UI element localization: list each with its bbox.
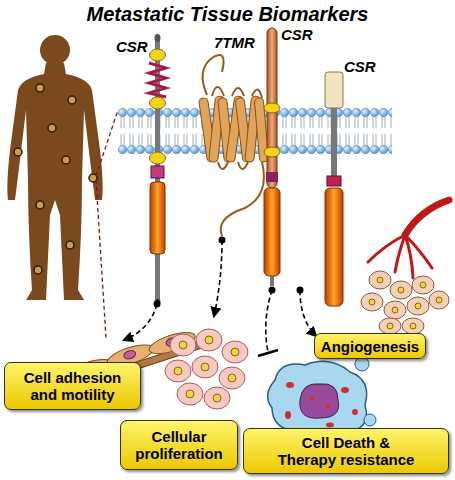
arrow-origins xyxy=(154,237,304,308)
box-label: Angiogenesis xyxy=(321,338,419,355)
csr-receptor-4 xyxy=(325,72,343,306)
box-label: Cellular proliferation xyxy=(129,428,229,462)
receptor-label: CSR xyxy=(116,38,148,55)
signal-arrows xyxy=(124,240,316,352)
box-label: Cell Death & Therapy resistance xyxy=(273,434,419,468)
human-silhouette xyxy=(7,35,102,300)
dying-cell xyxy=(268,357,376,439)
csr-receptor-1 xyxy=(149,34,166,305)
process-box: Angiogenesis xyxy=(314,333,426,359)
process-box: Cellular proliferation xyxy=(120,420,238,470)
proliferating-cells xyxy=(165,329,248,409)
angiogenesis-vessels xyxy=(361,200,449,334)
box-label: Cell adhesion and motility xyxy=(16,369,129,403)
7tmr-receptor xyxy=(199,55,269,236)
receptor-label: CSR xyxy=(344,58,376,75)
process-box: Cell Death & Therapy resistance xyxy=(243,428,449,474)
receptor-label: 7TMR xyxy=(214,34,255,51)
zoom-lines xyxy=(96,110,118,338)
receptor-label: CSR xyxy=(281,26,313,43)
inhibition-bar xyxy=(258,350,278,356)
diagram-title: Metastatic Tissue Biomarkers xyxy=(0,3,455,26)
process-box: Cell adhesion and motility xyxy=(4,362,141,410)
csr-receptor-3 xyxy=(264,28,280,286)
